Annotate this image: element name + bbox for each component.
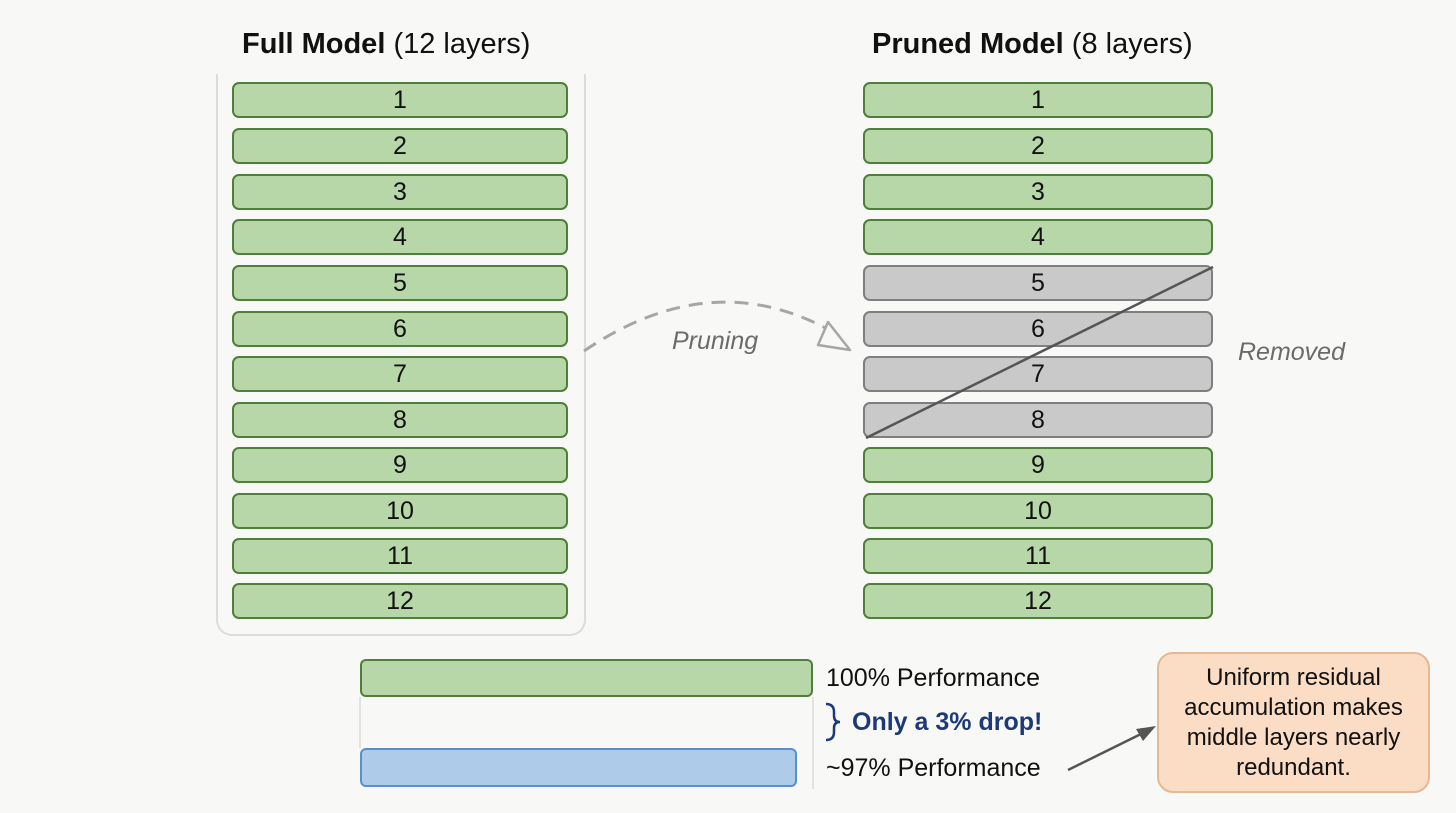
- pruned-layer: 1: [863, 82, 1213, 118]
- full-model-title-count: (12 layers): [393, 28, 531, 60]
- full-layer: 5: [232, 265, 568, 301]
- full-model-frame: [216, 74, 586, 636]
- removed-layer: 6: [863, 311, 1213, 347]
- pruning-arrow: [583, 300, 839, 353]
- full-layer: 4: [232, 219, 568, 255]
- pruning-arrowhead: [816, 320, 852, 352]
- full-layer: 1: [232, 82, 568, 118]
- full-model-title-bold: Full Model: [242, 28, 386, 60]
- pruned-layer: 4: [863, 219, 1213, 255]
- full-layer: 7: [232, 356, 568, 392]
- full-layer: 10: [232, 493, 568, 529]
- pruned-model-title-count: (8 layers): [1071, 28, 1193, 60]
- drop-label: Only a 3% drop!: [852, 708, 1043, 736]
- pruned-performance-label: ~97% Performance: [826, 754, 1041, 782]
- pruned-model-title-bold: Pruned Model: [872, 28, 1064, 60]
- full-performance-label: 100% Performance: [826, 664, 1041, 692]
- pruned-model-title: Pruned Model (8 layers): [872, 28, 1193, 61]
- pruned-layer: 3: [863, 174, 1213, 210]
- pruned-layer: 2: [863, 128, 1213, 164]
- pruned-performance-bar: [360, 748, 797, 787]
- full-layer: 12: [232, 583, 568, 619]
- note-arrowhead: [1136, 726, 1156, 741]
- note-box: Uniform residual accumulation makes midd…: [1157, 652, 1430, 793]
- pruned-layer: 12: [863, 583, 1213, 619]
- full-layer: 2: [232, 128, 568, 164]
- strike-line: [865, 265, 1214, 440]
- pruned-layer: 9: [863, 447, 1213, 483]
- pruned-layer: 11: [863, 538, 1213, 574]
- note-arrow: [1067, 731, 1144, 772]
- full-model-title: Full Model (12 layers): [242, 28, 530, 61]
- full-performance-bar: [360, 659, 813, 697]
- full-layer: 9: [232, 447, 568, 483]
- bar-axis-left: [359, 697, 361, 748]
- full-layer: 3: [232, 174, 568, 210]
- drop-brace: [825, 702, 841, 742]
- pruning-label: Pruning: [672, 327, 759, 355]
- full-layer: 8: [232, 402, 568, 438]
- full-layer: 11: [232, 538, 568, 574]
- removed-label: Removed: [1238, 338, 1345, 366]
- pruned-layer: 10: [863, 493, 1213, 529]
- bar-axis-right: [812, 697, 814, 789]
- removed-layer: 7: [863, 356, 1213, 392]
- removed-layer: 8: [863, 402, 1213, 438]
- full-layer: 6: [232, 311, 568, 347]
- note-text: Uniform residual accumulation makes midd…: [1184, 663, 1403, 781]
